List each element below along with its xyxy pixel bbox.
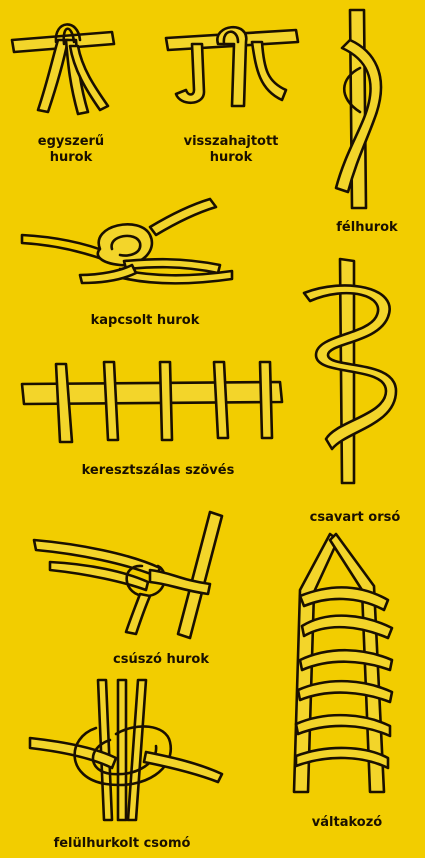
half-hitch-illustration <box>320 8 400 213</box>
linked-loop-illustration <box>20 195 250 295</box>
simple-loop-illustration <box>8 10 118 120</box>
label-csuszo-hurok: csúszó hurok <box>86 652 236 668</box>
label-valtakozo: váltakozó <box>292 815 402 831</box>
cross-weave-illustration <box>18 358 288 448</box>
slip-loop-illustration <box>30 510 230 640</box>
overhand-knot-illustration <box>26 678 226 823</box>
folded-back-loop-illustration <box>162 10 302 120</box>
twisted-spindle-illustration <box>296 255 406 487</box>
label-visszahajtott-hurok: visszahajtott hurok <box>166 134 296 166</box>
label-felulhurkolt-csomo: felülhurkolt csomó <box>32 836 212 852</box>
alternating-weave-illustration <box>280 530 415 795</box>
label-felhurok: félhurok <box>322 220 412 236</box>
label-keresztszalas-szoves: keresztszálas szövés <box>68 463 248 479</box>
label-kapcsolt-hurok: kapcsolt hurok <box>70 313 220 329</box>
label-egyszeru-hurok: egyszerű hurok <box>16 134 126 166</box>
label-csavart-orso: csavart orsó <box>298 510 412 526</box>
